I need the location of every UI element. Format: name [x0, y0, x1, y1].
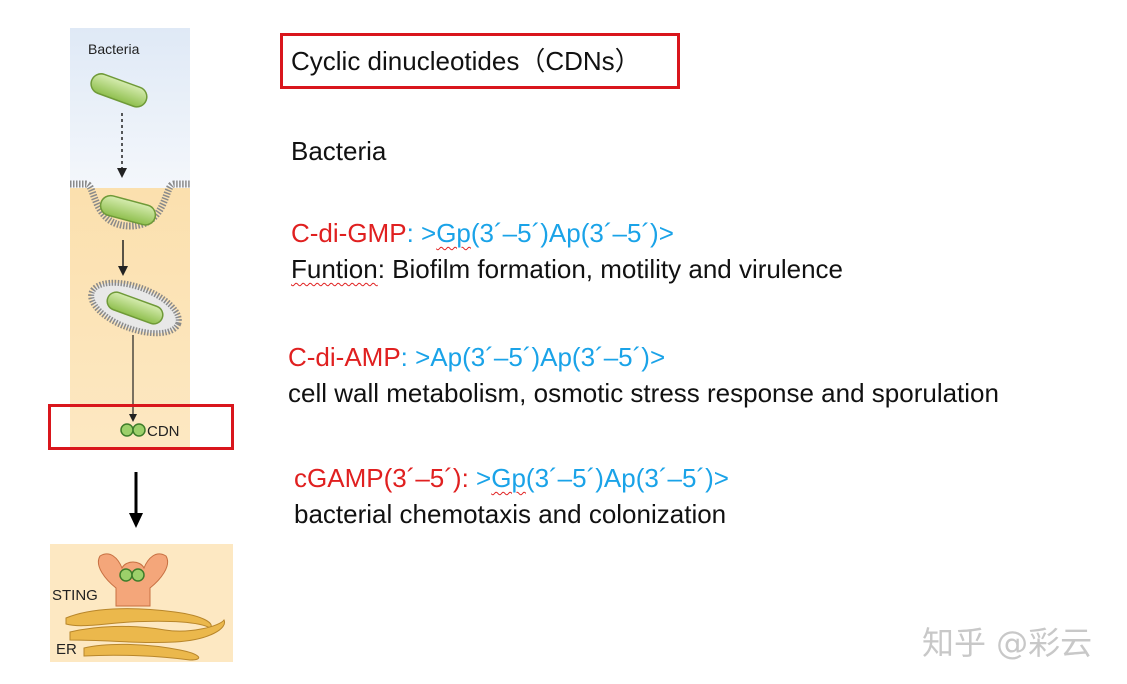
page-title: Cyclic dinucleotides（CDNs） [280, 33, 680, 89]
entry-c-di-amp-line: C-di-AMP: >Ap(3´–5´)Ap(3´–5´)> [288, 342, 665, 373]
entry-seq-underlined: Gp [436, 218, 471, 248]
extracellular-region [70, 28, 190, 188]
entry-seq-rest: (3´–5´)Ap(3´–5´)> [470, 218, 674, 248]
entry-c-di-gmp-function: Funtion: Biofilm formation, motility and… [291, 254, 843, 285]
sting-protein-icon [98, 553, 168, 607]
phagosome [88, 279, 182, 337]
bacterium-engulfed [99, 194, 157, 226]
bacteria-label: Bacteria [88, 41, 140, 57]
function-text: : Biofilm formation, motility and virule… [377, 254, 844, 284]
function-label: Funtion [291, 254, 378, 284]
entry-seq-prefix: > [476, 463, 492, 493]
cell-membrane [70, 180, 190, 230]
cdn-highlight-box [48, 404, 234, 450]
entry-name: C-di-AMP [288, 342, 401, 372]
entry-name: C-di-GMP [291, 218, 407, 248]
dotted-arrow-head [117, 168, 127, 178]
entry-cgamp-line: cGAMP(3´–5´): >Gp(3´–5´)Ap(3´–5´)> [294, 463, 729, 494]
entry-seq: >Ap(3´–5´)Ap(3´–5´)> [415, 342, 666, 372]
cdn-molecule-icon [120, 423, 146, 437]
cdn-label: CDN [147, 423, 180, 440]
entry-seq-underlined: Gp [491, 463, 526, 493]
cdn-pathway-diagram: Bacteria CDN STING ER [50, 28, 233, 662]
sting-label: STING [52, 587, 98, 604]
sting-cdn-icon [119, 568, 145, 582]
entry-sep: : [406, 218, 422, 248]
entry-cgamp-function: bacterial chemotaxis and colonization [294, 499, 727, 529]
entry-sep: : [400, 342, 416, 372]
er-label: ER [56, 641, 77, 658]
er-icon [65, 608, 226, 661]
arrow-3-head [129, 414, 137, 422]
entry-seq-rest: (3´–5´)Ap(3´–5´)> [525, 463, 729, 493]
entry-c-di-amp-function: cell wall metabolism, osmotic stress res… [288, 378, 999, 408]
bacteria-heading: Bacteria [291, 136, 387, 166]
entry-name: cGAMP(3´–5´): [294, 463, 477, 493]
arrow-4-head [129, 513, 143, 528]
entry-c-di-gmp-line: C-di-GMP: >Gp(3´–5´)Ap(3´–5´)> [291, 218, 674, 249]
entry-seq-prefix: > [421, 218, 437, 248]
bacterium-free [90, 73, 148, 108]
watermark: 知乎 @彩云 [922, 624, 1093, 662]
arrow-2-head [118, 266, 128, 276]
title-text: Cyclic dinucleotides（CDNs） [291, 46, 641, 76]
